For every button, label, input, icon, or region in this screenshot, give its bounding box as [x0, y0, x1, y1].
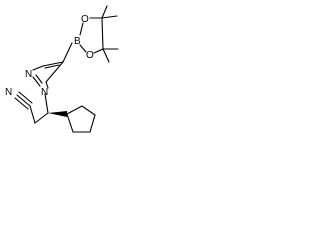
bond-stereocenter-ch2: [34, 112, 49, 124]
bond-o-bottom-c: [93, 48, 104, 54]
pyrazole-ring: [32, 61, 64, 89]
bond-ch2-nitrile-c: [29, 105, 36, 124]
atom-label-oxygen-top: O: [81, 14, 89, 25]
bond-c4-c5: [45, 61, 64, 83]
pinacol-boronate-ring: [79, 5, 119, 63]
bond-c-c-ring: [101, 17, 104, 50]
bond-n1-stereocenter: [44, 93, 49, 114]
bond-c4-c3: [42, 61, 64, 67]
bond-b-o-bottom: [79, 44, 87, 53]
atom-label-nitrile-nitrogen: N: [5, 87, 12, 98]
atom-label-nitrogen-1: N: [41, 87, 48, 98]
atom-label-nitrogen-2: N: [25, 69, 32, 80]
atom-label-oxygen-bottom: O: [86, 50, 94, 61]
methyl-bond-upper-1: [101, 5, 108, 19]
bond-n1-c5: [45, 81, 49, 89]
bond-b-pyrazole: [62, 42, 73, 63]
bond-c4-c3-double: [44, 64, 60, 69]
methyl-bond-upper-2: [101, 15, 118, 19]
methyl-bond-lower-2: [102, 48, 110, 63]
nitrile-triple-bond: [14, 91, 33, 110]
bond-n2-n1: [32, 76, 41, 87]
bond-b-o-top: [79, 22, 84, 36]
atom-label-boron: B: [74, 36, 81, 47]
bond-c3-n2: [32, 65, 44, 71]
stereo-wedge-bond: [48, 111, 67, 117]
bond-n2-n1-double: [35, 74, 43, 84]
chemical-structure-diagram: O B O N N N: [5, 5, 119, 133]
cyclopentyl-ring: [66, 105, 96, 133]
